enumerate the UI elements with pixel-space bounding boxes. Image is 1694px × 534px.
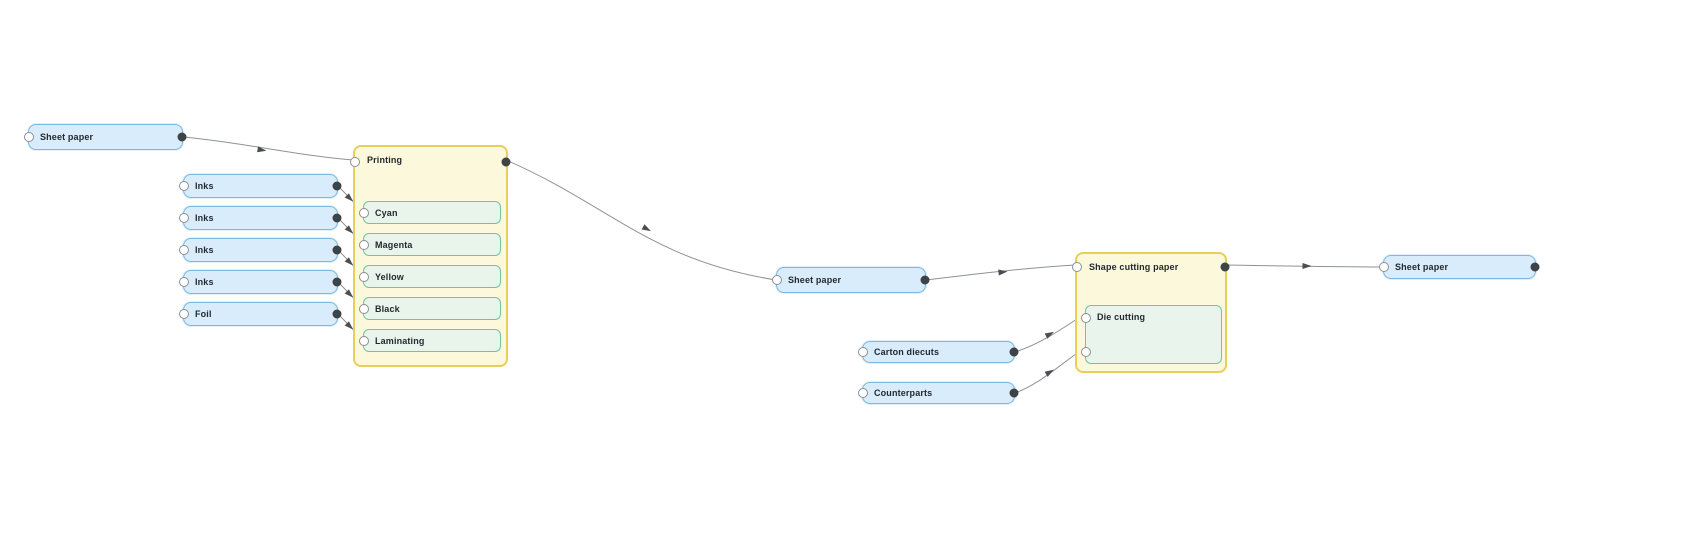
input-port[interactable] [179, 245, 189, 255]
output-port[interactable] [332, 277, 342, 287]
node-label: Black [375, 303, 400, 314]
input-port[interactable] [350, 157, 360, 167]
node-label: Foil [195, 309, 212, 319]
output-port[interactable] [332, 309, 342, 319]
output-port[interactable] [332, 245, 342, 255]
output-port[interactable] [332, 213, 342, 223]
input-port[interactable] [1072, 262, 1082, 272]
output-port[interactable] [1530, 262, 1540, 272]
input-port[interactable] [359, 207, 369, 218]
output-port[interactable] [501, 157, 511, 167]
node-label: Sheet paper [40, 132, 94, 142]
node-inks-1[interactable]: Inks [179, 174, 342, 198]
node-label: Carton diecuts [874, 347, 940, 357]
output-port[interactable] [1009, 388, 1019, 398]
input-port[interactable] [179, 309, 189, 319]
edge-arrow [998, 269, 1008, 276]
node-black[interactable]: Black [359, 297, 501, 320]
input-port[interactable] [858, 388, 868, 398]
edge-arrow [344, 193, 354, 202]
output-port[interactable] [1220, 262, 1230, 272]
node-label: Die cutting [1097, 312, 1146, 322]
node-inks-2[interactable]: Inks [179, 206, 342, 230]
node-label: Yellow [375, 271, 404, 282]
node-printing-group[interactable]: Printing Cyan Magenta Yellow Black Lamin… [350, 145, 511, 367]
edge-arrow [641, 224, 651, 232]
output-port[interactable] [332, 181, 342, 191]
node-label: Printing [367, 155, 403, 165]
input-port[interactable] [359, 239, 369, 250]
node-laminating[interactable]: Laminating [359, 329, 501, 352]
node-label: Inks [195, 181, 214, 191]
input-port[interactable] [858, 347, 868, 357]
node-foil[interactable]: Foil [179, 302, 342, 326]
node-inks-4[interactable]: Inks [179, 270, 342, 294]
output-port[interactable] [920, 275, 930, 285]
edge-arrow [257, 146, 267, 153]
input-port[interactable] [1379, 262, 1389, 272]
node-yellow[interactable]: Yellow [359, 265, 501, 288]
edge-arrow [344, 321, 354, 330]
edge-printing-to-sheet-paper-2[interactable] [505, 159, 777, 281]
node-magenta[interactable]: Magenta [359, 233, 501, 256]
node-label: Sheet paper [1395, 262, 1449, 272]
node-sheet-paper-1[interactable]: Sheet paper [24, 124, 187, 150]
edge-arrow [1302, 263, 1312, 269]
node-label: Cyan [375, 207, 398, 218]
node-label: Inks [195, 245, 214, 255]
input-port-1[interactable] [1081, 313, 1091, 323]
node-sheet-paper-2[interactable]: Sheet paper [772, 267, 930, 293]
input-port[interactable] [359, 271, 369, 282]
input-port[interactable] [179, 181, 189, 191]
node-shape-cutting-group[interactable]: Shape cutting paper Die cutting [1072, 252, 1230, 373]
input-port[interactable] [359, 335, 369, 346]
edge-arrow [344, 289, 354, 298]
node-label: Inks [195, 213, 214, 223]
node-label: Inks [195, 277, 214, 287]
input-port-2[interactable] [1081, 347, 1091, 357]
node-label: Magenta [375, 239, 413, 250]
edge-arrow [344, 225, 354, 234]
node-carton-diecuts[interactable]: Carton diecuts [858, 341, 1019, 363]
node-cyan[interactable]: Cyan [359, 201, 501, 224]
node-label: Shape cutting paper [1089, 262, 1179, 272]
output-port[interactable] [177, 132, 187, 142]
node-die-cutting[interactable]: Die cutting [1081, 305, 1222, 364]
output-port[interactable] [1009, 347, 1019, 357]
edge-arrow [1044, 369, 1054, 377]
input-port[interactable] [359, 303, 369, 314]
edge-sheet-paper-1-to-printing[interactable] [182, 136, 354, 161]
node-label: Laminating [375, 335, 425, 346]
input-port[interactable] [179, 277, 189, 287]
input-port[interactable] [179, 213, 189, 223]
node-sheet-paper-3[interactable]: Sheet paper [1379, 255, 1540, 279]
input-port[interactable] [772, 275, 782, 285]
input-port[interactable] [24, 132, 34, 142]
node-inks-3[interactable]: Inks [179, 238, 342, 262]
edge-arrow [1044, 331, 1054, 339]
edge-arrow [344, 257, 354, 266]
node-counterparts[interactable]: Counterparts [858, 382, 1019, 404]
node-label: Sheet paper [788, 275, 842, 285]
node-label: Counterparts [874, 388, 933, 398]
